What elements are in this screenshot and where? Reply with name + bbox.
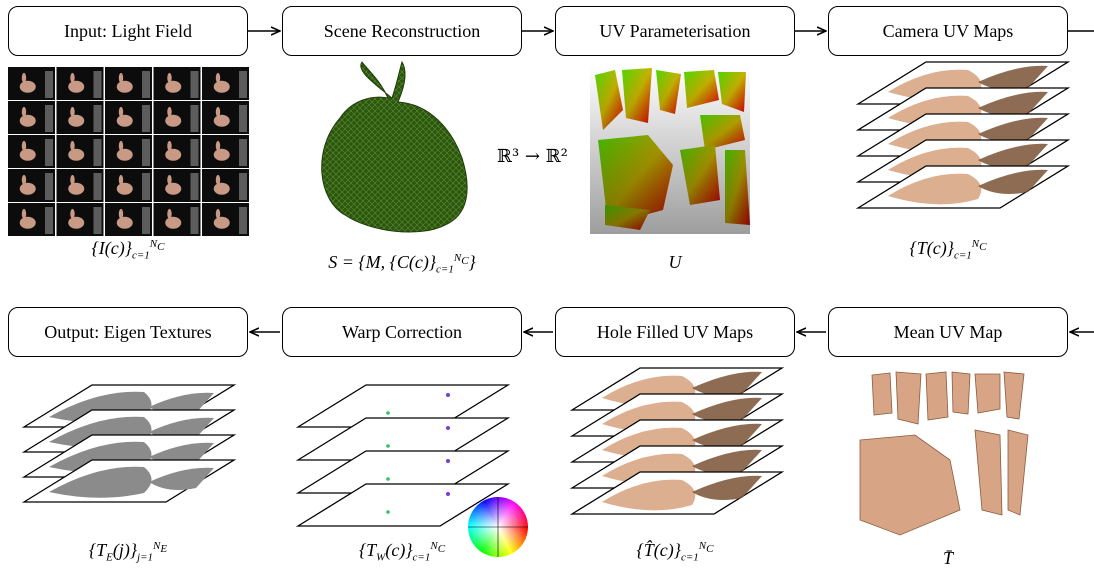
stack-sheet (295, 483, 511, 527)
uv-atlas-image (590, 66, 750, 234)
light-field-thumbnail (153, 67, 201, 100)
light-field-thumbnail (105, 101, 152, 134)
warp-correction-stack (295, 384, 511, 527)
bunny-mesh-icon (321, 60, 468, 233)
light-field-thumbnail (105, 67, 152, 100)
stage-camera-uv-maps: Camera UV Maps (828, 6, 1068, 56)
caption-scene: S = {M, {C(c)}c=1NC} (328, 252, 476, 276)
stage-mean-uv-map: Mean UV Map (828, 307, 1068, 357)
stage-hole-filled-uv-maps: Hole Filled UV Maps (555, 307, 795, 357)
light-field-thumbnail (8, 203, 55, 236)
eigen-texture-stack (21, 384, 237, 503)
light-field-thumbnail (8, 67, 55, 100)
caption-camera-uv: {T(c)}c=1NC (909, 238, 987, 262)
light-field-image-grid (8, 67, 249, 236)
stage-label: Scene Reconstruction (323, 20, 481, 41)
light-field-thumbnail (105, 203, 152, 236)
light-field-thumbnail (8, 169, 55, 202)
stage-label: Mean UV Map (893, 321, 1003, 342)
caption-hole-filled: {T̂(c)}c=1NC (636, 540, 714, 564)
light-field-thumbnail (56, 101, 104, 134)
stack-sheet (21, 459, 237, 503)
stage-label: Output: Eigen Textures (44, 321, 212, 342)
light-field-thumbnail (202, 203, 249, 236)
light-field-thumbnail (153, 101, 201, 134)
light-field-thumbnail (8, 135, 55, 168)
stage-input-light-field: Input: Light Field (8, 6, 248, 56)
light-field-thumbnail (202, 169, 249, 202)
stage-label: Input: Light Field (64, 20, 192, 41)
stage-warp-correction: Warp Correction (282, 307, 522, 357)
light-field-thumbnail (56, 67, 104, 100)
light-field-thumbnail (153, 203, 201, 236)
light-field-thumbnail (202, 135, 249, 168)
light-field-thumbnail (153, 135, 201, 168)
caption-uv: U (668, 252, 682, 272)
stage-label: Warp Correction (341, 321, 462, 342)
light-field-thumbnail (56, 135, 104, 168)
light-field-thumbnail (202, 67, 249, 100)
light-field-thumbnail (8, 101, 55, 134)
light-field-thumbnail (202, 101, 249, 134)
stage-scene-reconstruction: Scene Reconstruction (282, 6, 522, 56)
light-field-thumbnail (153, 169, 201, 202)
light-field-thumbnail (56, 203, 104, 236)
light-field-thumbnail (56, 169, 104, 202)
color-wheel-icon (468, 497, 528, 557)
stack-sheet (569, 471, 785, 515)
light-field-thumbnail (105, 135, 152, 168)
caption-eigen: {TE(j)}j=1NE (88, 540, 168, 564)
mapping-label: ℝ³ → ℝ² (497, 146, 568, 167)
stage-label: Camera UV Maps (882, 20, 1014, 41)
mean-uv-map-image (859, 371, 1029, 536)
light-field-thumbnail (105, 169, 152, 202)
stage-label: UV Parameterisation (599, 20, 751, 41)
caption-mean: T̄ (942, 548, 953, 568)
stage-label: Hole Filled UV Maps (596, 321, 754, 342)
stage-output-eigen-textures: Output: Eigen Textures (8, 307, 248, 357)
camera-uv-map-stack (855, 61, 1071, 209)
hole-filled-uv-stack (569, 367, 785, 515)
stack-sheet (855, 165, 1071, 209)
caption-light-field: {I(c)}c=1NC (91, 238, 165, 262)
caption-warp: {TW(c)}c=1NC (358, 540, 446, 564)
stage-uv-parameterisation: UV Parameterisation (555, 6, 795, 56)
